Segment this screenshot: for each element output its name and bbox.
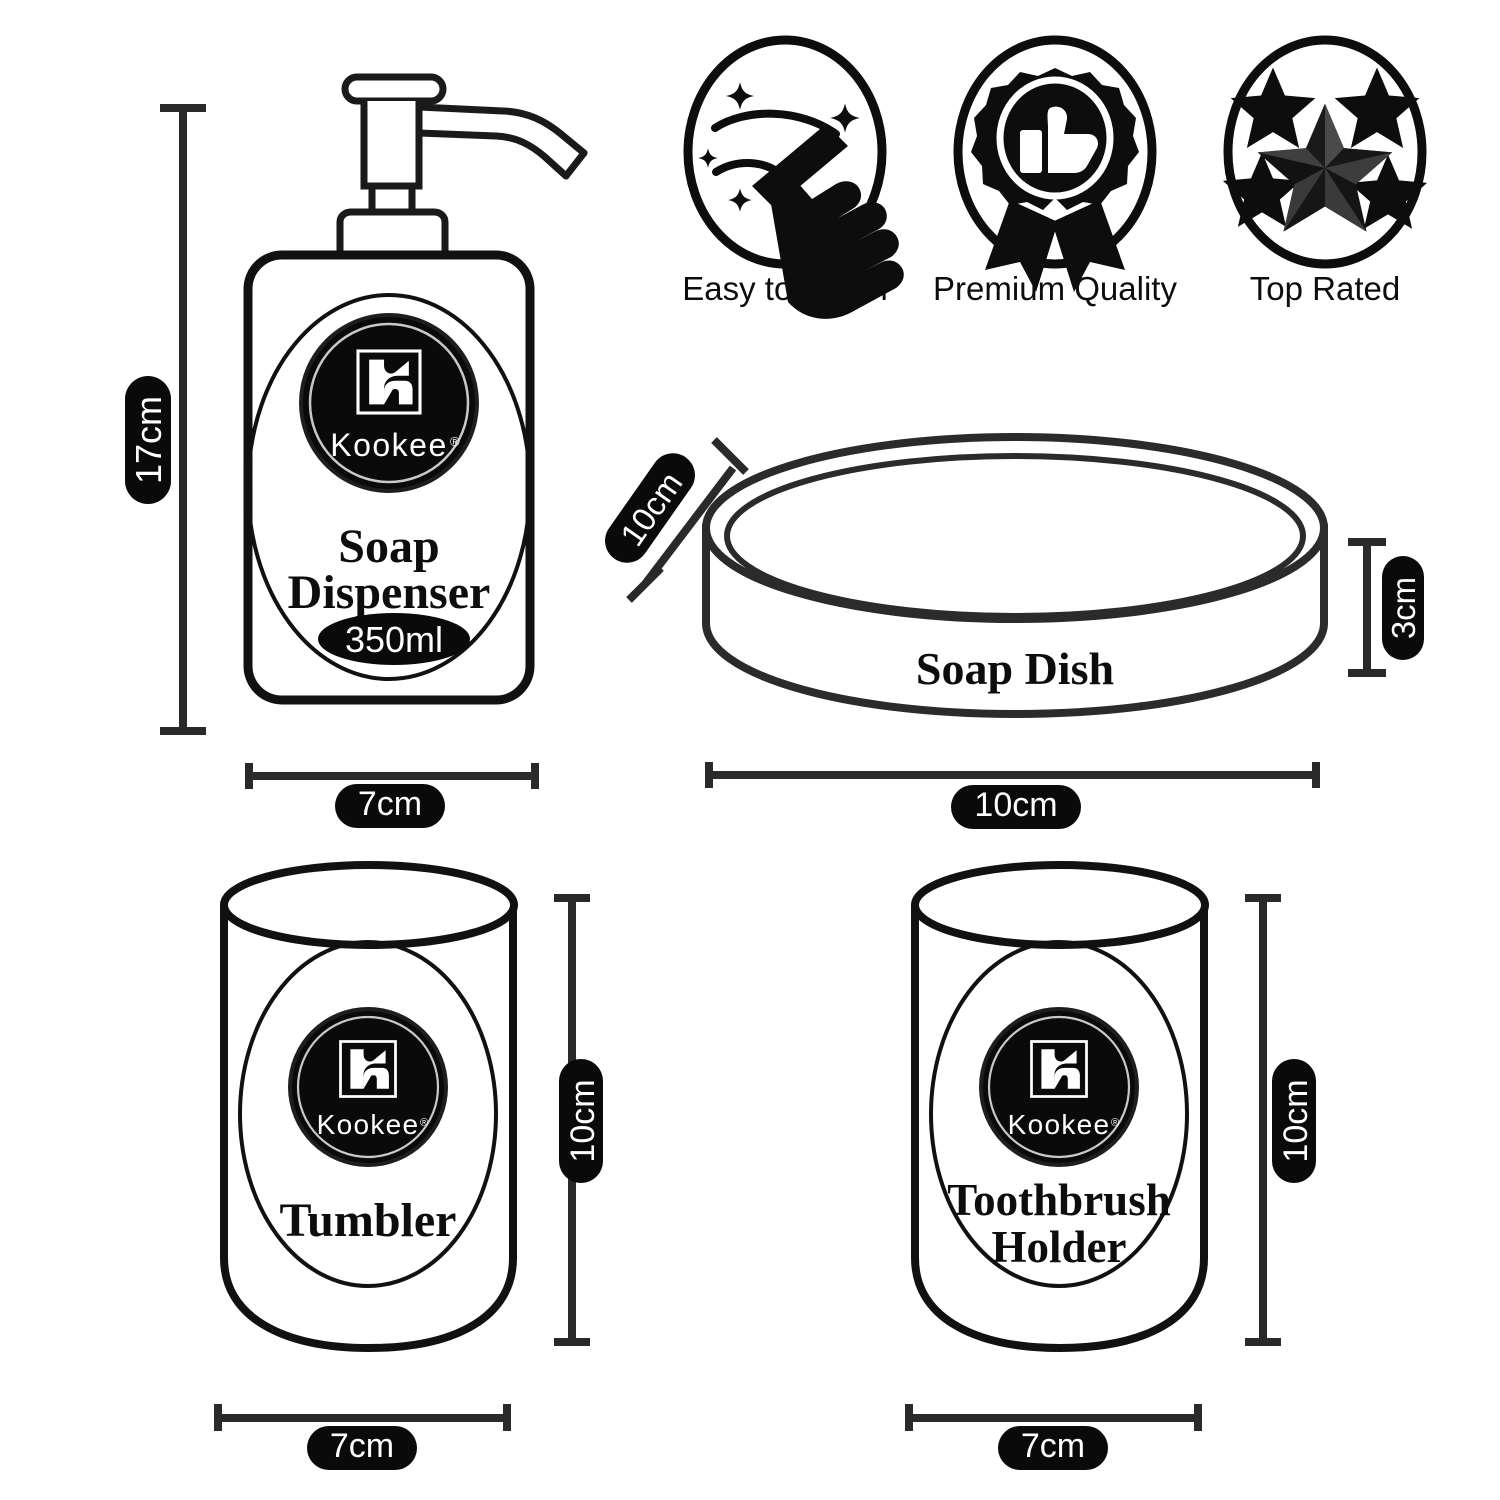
badge-label: Easy to Clean xyxy=(682,270,887,307)
capacity-label: 350ml xyxy=(345,619,443,660)
dimension-value: 3cm xyxy=(1385,577,1422,639)
pump-head xyxy=(336,73,588,258)
registered-mark: ® xyxy=(420,1117,428,1129)
registered-mark: ® xyxy=(1111,1117,1119,1129)
holder-label-outline xyxy=(929,940,1189,1288)
product-name-line-1: Soap Dish xyxy=(916,643,1114,694)
dimension-soap-dispenser-height: 17cm xyxy=(125,104,206,735)
dish-rim-inner xyxy=(724,453,1306,619)
badge-top-rated: Top Rated xyxy=(1222,35,1428,307)
kookee-logo-badge: Kookee ® xyxy=(288,1007,448,1167)
kookee-logo-badge: Kookee ® xyxy=(299,313,479,493)
logo-wordmark: Kookee xyxy=(330,427,448,463)
registered-mark: ® xyxy=(450,434,460,449)
badge-label: Top Rated xyxy=(1250,270,1400,307)
badge-easy-to-clean: Easy to Clean xyxy=(682,35,904,319)
product-name-line-1: Tumbler xyxy=(280,1194,457,1247)
award-ribbon-thumbs-up-icon xyxy=(971,68,1139,292)
dimension-value: 10cm xyxy=(564,1079,602,1162)
product-name-line-1: Soap xyxy=(338,520,439,573)
dimension-tumbler-width: 7cm xyxy=(214,1404,511,1470)
sparkle-hand-wipe-icon xyxy=(698,82,904,319)
dimension-soap-dispenser-width: 7cm xyxy=(245,763,539,828)
dimension-tumbler-height: 10cm xyxy=(554,894,603,1346)
dimension-value: 7cm xyxy=(330,1427,394,1465)
product-soap-dispenser: Kookee ® Soap Dispenser 350ml 17cm 7cm xyxy=(125,73,588,828)
bottle-label-outline xyxy=(246,293,532,681)
dimension-value: 10cm xyxy=(974,786,1057,824)
capacity-badge: 350ml xyxy=(318,613,470,665)
product-tumbler: Kookee ® Tumbler 10cm 7cm xyxy=(214,861,603,1470)
dimension-value: 10cm xyxy=(1277,1079,1315,1162)
logo-wordmark: Kookee xyxy=(317,1109,420,1140)
badge-label: Premium Quality xyxy=(933,270,1177,307)
holder-rim xyxy=(911,861,1209,949)
product-toothbrush-holder: Kookee ® Toothbrush Holder 10cm 7cm xyxy=(905,861,1316,1470)
dimension-toothbrush-holder-width: 7cm xyxy=(905,1404,1202,1470)
product-name-line-2: Holder xyxy=(992,1222,1127,1272)
logo-wordmark: Kookee xyxy=(1008,1109,1111,1140)
dimension-soap-dish-width: 10cm xyxy=(705,762,1320,829)
product-soap-dish: Soap Dish 10cm 3cm xyxy=(605,433,1424,829)
dimension-soap-dish-height: 3cm xyxy=(1348,538,1424,677)
badge-premium-quality: Premium Quality xyxy=(933,35,1177,307)
kookee-logo-badge: Kookee ® xyxy=(979,1007,1139,1167)
dimension-value: 7cm xyxy=(358,785,422,823)
dimension-toothbrush-holder-height: 10cm xyxy=(1245,894,1316,1346)
product-name-line-2: Dispenser xyxy=(288,566,491,619)
dimension-value: 17cm xyxy=(128,396,169,484)
tumbler-label-outline xyxy=(238,940,498,1288)
tumbler-rim xyxy=(220,861,518,949)
product-name-line-1: Toothbrush xyxy=(947,1175,1170,1225)
dimension-value: 7cm xyxy=(1021,1427,1085,1465)
